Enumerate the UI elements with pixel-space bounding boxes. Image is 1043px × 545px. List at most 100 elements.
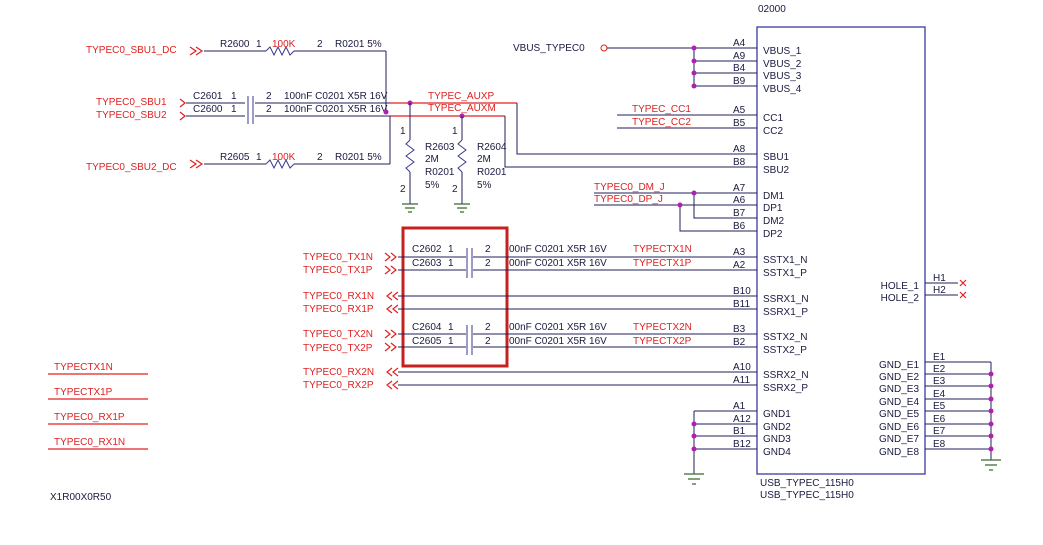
svg-text:2: 2 (317, 39, 323, 50)
port-icon (600, 44, 608, 52)
svg-text:00nF C0201 X5R 16V: 00nF C0201 X5R 16V (509, 322, 607, 333)
svg-text:1: 1 (231, 91, 237, 102)
svg-text:2: 2 (400, 184, 406, 195)
offpage-connector-icon (386, 367, 399, 390)
pin-name: SSTX1_N (763, 255, 807, 266)
svg-text:2M: 2M (425, 154, 439, 165)
pin-number: B8 (733, 157, 746, 168)
ref-c2601: C2601 (193, 91, 223, 102)
pin-name: SSTX2_P (763, 345, 807, 356)
pin-number: E1 (933, 352, 946, 363)
pin-number: B12 (733, 439, 751, 450)
pin-number: B1 (733, 426, 746, 437)
pin-number: B9 (733, 76, 746, 87)
svg-text:2: 2 (266, 104, 272, 115)
svg-text:00nF C0201 X5R 16V: 00nF C0201 X5R 16V (509, 336, 607, 347)
ref-c2604: C2604 (412, 322, 442, 333)
offpage-connector-icon (189, 46, 204, 56)
pin-number: B4 (733, 63, 746, 74)
svg-text:2: 2 (485, 258, 491, 269)
pin-name: DP1 (763, 203, 783, 214)
ref-r2603: R2603 (425, 142, 455, 153)
ref-c2602: C2602 (412, 244, 442, 255)
pin-number: E6 (933, 414, 946, 425)
pin-name: HOLE_1 (881, 281, 920, 292)
pkg-r2605: R0201 5% (335, 152, 382, 163)
pin-name: VBUS_2 (763, 59, 802, 70)
pin-number: B11 (733, 299, 750, 310)
net-typec0-dm-j: TYPEC0_DM_J (594, 182, 665, 193)
ref-r2604: R2604 (477, 142, 507, 153)
ref-r2600: R2600 (220, 39, 250, 50)
pin-number: H2 (933, 285, 946, 296)
pin-number: E5 (933, 401, 946, 412)
svg-text:2: 2 (485, 244, 491, 255)
pin-name: GND_E7 (879, 434, 919, 445)
offpage-connector-icon (189, 159, 204, 169)
resistor-r2604-icon (457, 139, 467, 173)
junction-dot (383, 109, 389, 115)
offpage-connector-icon (179, 98, 186, 121)
svg-text:1: 1 (452, 126, 458, 137)
pin-name: GND_E6 (879, 422, 919, 433)
highlight-box (401, 226, 509, 368)
pin-name: SBU2 (763, 165, 790, 176)
svg-text:5%: 5% (425, 180, 440, 191)
val-r2605: 100K (272, 152, 296, 163)
svg-text:2: 2 (266, 91, 272, 102)
svg-text:1: 1 (256, 39, 262, 50)
val-r2600: 100K (272, 39, 296, 50)
pin-name: DM1 (763, 191, 785, 202)
pin-name: SSRX1_P (763, 307, 808, 318)
pin-name: CC1 (763, 113, 783, 124)
pin-name: GND3 (763, 434, 791, 445)
svg-text:2: 2 (485, 336, 491, 347)
legend-net-label: TYPEC0_RX1P (54, 412, 125, 423)
pin-name: DM2 (763, 216, 785, 227)
net-typec0-rx1p: TYPEC0_RX1P (303, 304, 374, 315)
legend-net-label: TYPECTX1N (54, 362, 113, 373)
pin-name: GND_E2 (879, 372, 919, 383)
net-typec0-sbu2: TYPEC0_SBU2 (96, 110, 167, 121)
ground-icon (981, 459, 1001, 471)
pin-number: A1 (733, 401, 746, 412)
legend-net-label: TYPEC0_RX1N (54, 437, 125, 448)
net-typec0-tx1p: TYPEC0_TX1P (303, 265, 373, 276)
pin-number: A3 (733, 247, 746, 258)
pin-name: GND_E4 (879, 397, 919, 408)
svg-text:R0201: R0201 (477, 167, 507, 178)
svg-text:1: 1 (448, 258, 454, 269)
net-typectx1p: TYPECTX1P (633, 258, 692, 269)
pin-name: HOLE_2 (881, 293, 920, 304)
pin-number: E8 (933, 439, 946, 450)
connector-left-pins: A4VBUS_1A9VBUS_2B4VBUS_3B9VBUS_4A5CC1B5C… (733, 38, 809, 458)
net-typec0-tx2n: TYPEC0_TX2N (303, 329, 373, 340)
svg-text:1: 1 (448, 244, 454, 255)
pin-name: VBUS_4 (763, 84, 802, 95)
pin-number: A2 (733, 260, 746, 271)
svg-text:2: 2 (485, 322, 491, 333)
pin-number: A11 (733, 375, 750, 386)
pin-name: GND_E1 (879, 360, 919, 371)
svg-text:R0201: R0201 (425, 167, 455, 178)
ref-c2600: C2600 (193, 104, 223, 115)
svg-text:00nF C0201 X5R 16V: 00nF C0201 X5R 16V (509, 244, 607, 255)
pin-number: A10 (733, 362, 751, 373)
ground-icon (454, 203, 470, 213)
footprint-label-2: USB_TYPEC_115H0 (760, 490, 854, 501)
pin-number: E7 (933, 426, 946, 437)
svg-text:2: 2 (317, 152, 323, 163)
ground-icon (402, 203, 418, 213)
net-typec0-tx1n: TYPEC0_TX1N (303, 252, 373, 263)
pin-number: A12 (733, 414, 751, 425)
net-typec0-sbu1: TYPEC0_SBU1 (96, 97, 167, 108)
pin-name: VBUS_1 (763, 46, 802, 57)
svg-text:1: 1 (231, 104, 237, 115)
pin-number: A4 (733, 38, 746, 49)
typec-connector-body[interactable] (756, 26, 926, 475)
net-typec0-sbu1-dc: TYPEC0_SBU1_DC (86, 45, 177, 56)
svg-text:2: 2 (452, 184, 458, 195)
pin-name: GND1 (763, 409, 791, 420)
svg-text:00nF C0201 X5R 16V: 00nF C0201 X5R 16V (509, 258, 607, 269)
svg-text:1: 1 (400, 126, 406, 137)
